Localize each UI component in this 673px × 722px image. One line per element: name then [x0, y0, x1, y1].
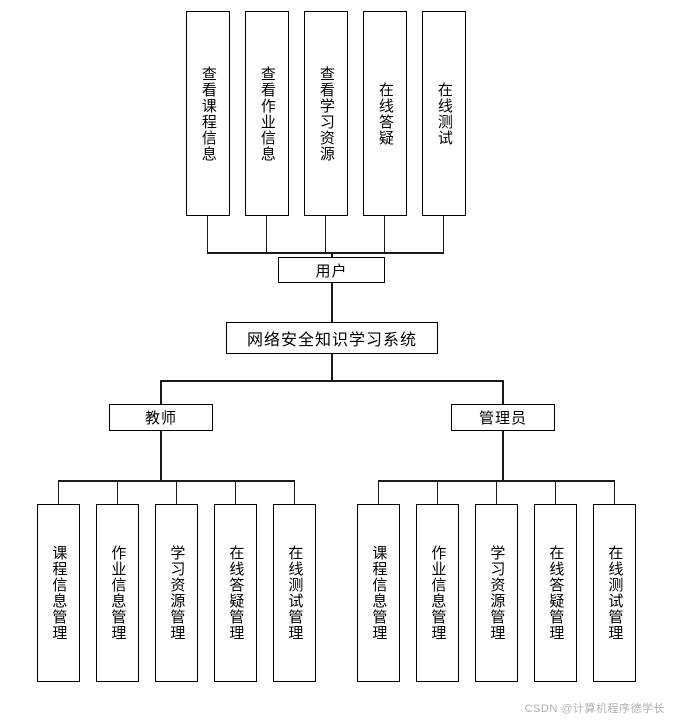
admin-function-box-1: 课程信息管理 — [357, 504, 400, 682]
teacher-function-box-4: 在线答疑管理 — [214, 504, 257, 682]
connector-admin-down — [502, 431, 504, 480]
connector-teacher-down — [160, 431, 162, 480]
teacher-function-label-5: 在线测试管理 — [286, 545, 304, 641]
user-function-box-4: 在线答疑 — [363, 11, 407, 216]
user-function-box-5: 在线测试 — [422, 11, 466, 216]
user-function-label-3: 查看学习资源 — [317, 65, 335, 162]
teacher-function-label-2: 作业信息管理 — [109, 545, 127, 641]
connector-admin-fn-1 — [378, 480, 379, 504]
admin-function-label-1: 课程信息管理 — [370, 545, 388, 641]
user-function-box-1: 查看课程信息 — [186, 11, 230, 216]
role-label-user: 用户 — [315, 262, 348, 280]
connector-teacher-fn-1 — [58, 480, 59, 504]
admin-function-label-3: 学习资源管理 — [488, 545, 506, 641]
connector-user-bus-to-user — [331, 252, 333, 258]
connector-user-fn-2 — [266, 216, 267, 252]
connector-teacher-fn-5 — [294, 480, 295, 504]
admin-function-label-4: 在线答疑管理 — [547, 545, 565, 641]
role-box-teacher: 教师 — [109, 404, 213, 431]
admin-function-box-5: 在线测试管理 — [593, 504, 636, 682]
connector-admin-fn-5 — [614, 480, 615, 504]
role-box-user: 用户 — [278, 257, 385, 283]
teacher-function-label-1: 课程信息管理 — [50, 545, 68, 641]
teacher-function-box-3: 学习资源管理 — [155, 504, 198, 682]
teacher-function-box-5: 在线测试管理 — [273, 504, 316, 682]
system-root-box: 网络安全知识学习系统 — [226, 322, 438, 354]
connector-teacher-fn-2 — [117, 480, 118, 504]
connector-user-to-system — [331, 283, 333, 322]
connector-user-fn-4 — [384, 216, 385, 252]
connector-teacher-fn-3 — [176, 480, 177, 504]
teacher-function-label-4: 在线答疑管理 — [227, 545, 245, 641]
admin-function-box-4: 在线答疑管理 — [534, 504, 577, 682]
user-function-label-2: 查看作业信息 — [258, 65, 276, 162]
user-function-box-2: 查看作业信息 — [245, 11, 289, 216]
user-function-label-5: 在线测试 — [435, 81, 453, 146]
teacher-function-box-1: 课程信息管理 — [37, 504, 80, 682]
watermark-text: CSDN @计算机程序德学长 — [524, 703, 665, 715]
admin-function-box-3: 学习资源管理 — [475, 504, 518, 682]
connector-role-bus — [160, 380, 503, 382]
user-function-box-3: 查看学习资源 — [304, 11, 348, 216]
connector-admin-fn-2 — [437, 480, 438, 504]
admin-function-label-2: 作业信息管理 — [429, 545, 447, 641]
connector-bus-to-teacher — [160, 380, 162, 404]
teacher-function-label-3: 学习资源管理 — [168, 545, 186, 641]
admin-function-label-5: 在线测试管理 — [606, 545, 624, 641]
connector-user-fn-1 — [207, 216, 208, 252]
connector-admin-fn-4 — [555, 480, 556, 504]
teacher-function-box-2: 作业信息管理 — [96, 504, 139, 682]
connector-system-down — [331, 354, 333, 380]
system-root-label: 网络安全知识学习系统 — [246, 332, 417, 349]
connector-user-bus — [207, 252, 444, 254]
connector-admin-fn-3 — [496, 480, 497, 504]
role-label-teacher: 教师 — [144, 410, 177, 427]
connector-user-fn-5 — [443, 216, 444, 252]
user-function-label-1: 查看课程信息 — [199, 65, 217, 162]
role-box-admin: 管理员 — [451, 404, 555, 431]
connector-bus-to-admin — [502, 380, 504, 404]
role-label-admin: 管理员 — [478, 410, 527, 427]
connector-user-fn-3 — [325, 216, 326, 252]
user-function-label-4: 在线答疑 — [376, 81, 394, 146]
connector-teacher-fn-4 — [235, 480, 236, 504]
admin-function-box-2: 作业信息管理 — [416, 504, 459, 682]
